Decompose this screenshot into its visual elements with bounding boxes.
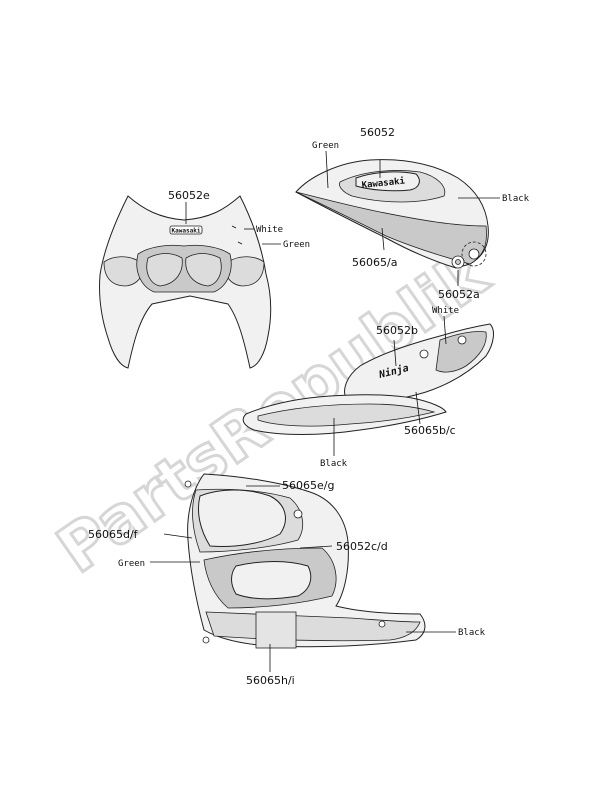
tank-emblem: Kawasaki — [361, 175, 406, 191]
label-seat-black: Black — [320, 459, 348, 469]
label-56065bc: 56065b/c — [404, 424, 456, 437]
label-56052: 56052 — [360, 126, 395, 139]
side-fairing — [150, 473, 456, 672]
label-tank-black: Black — [502, 194, 530, 204]
label-seat-white: White — [432, 306, 459, 316]
label-fairing-white: White — [256, 225, 283, 235]
label-56065hi: 56065h/i — [246, 674, 295, 687]
label-56052e: 56052e — [168, 189, 210, 202]
label-fairing-side-black: Black — [458, 628, 486, 638]
label-56065a: 56065/a — [352, 256, 397, 269]
label-56052b: 56052b — [376, 324, 418, 337]
fairing-emblem: Kawasaki — [172, 228, 201, 235]
upper-fairing: Kawasaki — [99, 195, 272, 369]
gear-icon — [461, 241, 487, 267]
fuel-tank: Kawasaki — [295, 159, 489, 269]
label-tank-green: Green — [312, 141, 339, 151]
label-56065eg: 56065e/g — [282, 479, 334, 492]
label-56052a: 56052a — [438, 288, 480, 301]
label-56065df: 56065d/f — [88, 528, 139, 541]
label-fairing-side-green: Green — [118, 559, 145, 569]
label-56052cd: 56052c/d — [336, 540, 388, 553]
label-fairing-green: Green — [283, 240, 310, 250]
seat-cowl: Ninja — [242, 323, 494, 456]
